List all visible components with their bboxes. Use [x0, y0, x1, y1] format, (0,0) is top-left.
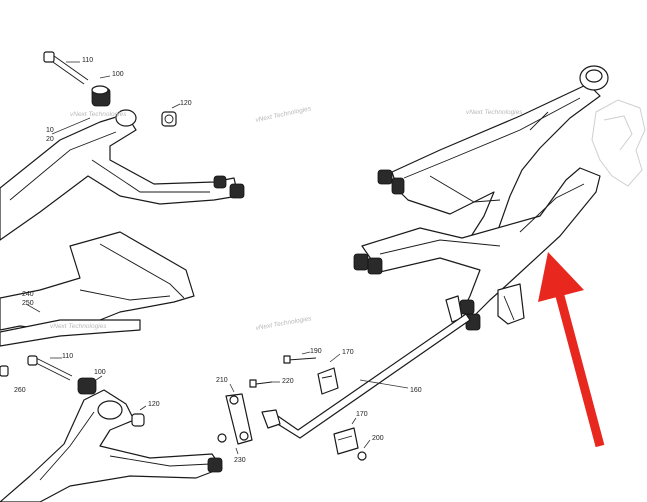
callout-160: 160 — [410, 387, 422, 394]
stabilizer-link — [217, 379, 273, 445]
callout-220: 220 — [282, 378, 294, 385]
stabilizer-bar — [261, 313, 471, 439]
watermark: vNext Technologies — [255, 105, 312, 124]
callout-210: 210 — [216, 377, 228, 384]
callout-240: 240 — [22, 291, 34, 298]
stabilizer-bushing-lower — [333, 427, 359, 455]
bolt-110-top — [43, 51, 89, 85]
callout-120: 120 — [148, 401, 160, 408]
nut-120-lower — [131, 413, 145, 427]
callout-170: 170 — [356, 411, 368, 418]
watermark: vNext Technologies — [50, 323, 107, 330]
watermark: vNext Technologies — [70, 111, 127, 118]
callout-200: 200 — [372, 435, 384, 442]
watermark: vNext Technologies — [466, 109, 523, 116]
nut-120-top — [161, 111, 177, 127]
callout-100: 100 — [112, 71, 124, 78]
callout-110: 110 — [82, 57, 93, 64]
stabilizer-bushing-upper — [317, 367, 339, 395]
callout-leaders — [25, 61, 409, 455]
nut-260 — [0, 365, 9, 377]
red-arrow-icon — [538, 252, 605, 448]
callout-260: 260 — [14, 387, 26, 394]
callout-100: 100 — [94, 369, 106, 376]
watermark: vNext Technologies — [255, 315, 313, 332]
callout-230: 230 — [234, 457, 246, 464]
callout-10: 10 — [46, 127, 54, 134]
upper-front-arm — [0, 109, 245, 241]
bolt-110-lower — [27, 355, 73, 381]
callout-120: 120 — [180, 100, 192, 107]
frame-bracket — [0, 231, 195, 347]
callout-190: 190 — [310, 348, 322, 355]
nut-200 — [357, 451, 367, 461]
background-knuckle-ghost — [591, 99, 646, 187]
callout-110: 110 — [62, 353, 73, 360]
callout-20: 20 — [46, 136, 54, 143]
bushing-100-top — [91, 85, 111, 107]
callout-170: 170 — [342, 349, 354, 356]
lower-rear-a-arm — [353, 167, 601, 331]
callout-250: 250 — [22, 300, 34, 307]
callout-labels: 110 100 120 10 20 240 250 110 100 120 26… — [14, 57, 422, 464]
bolt-190 — [283, 355, 317, 364]
lower-front-arm — [0, 377, 223, 502]
